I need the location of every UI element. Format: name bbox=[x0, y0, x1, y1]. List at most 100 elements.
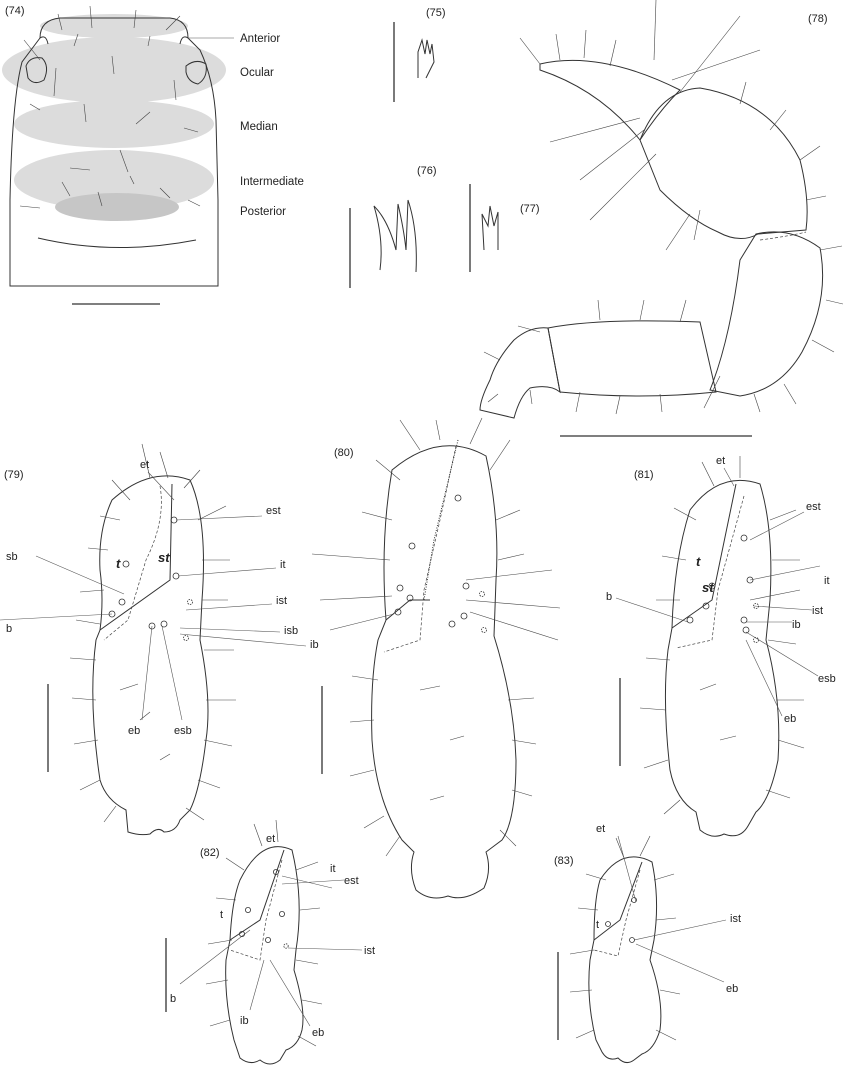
label-82-it: it bbox=[330, 863, 336, 875]
chela-79-outline bbox=[92, 475, 209, 836]
label-82-eb: eb bbox=[312, 1027, 324, 1039]
anterior-zone bbox=[40, 14, 188, 38]
label-83-et: et bbox=[596, 823, 605, 835]
label-81-st: st bbox=[702, 580, 714, 595]
label-79-t: t bbox=[116, 556, 121, 571]
chela-83-setae bbox=[569, 835, 681, 1041]
chela-82-outline bbox=[225, 846, 304, 1065]
label-82-ib: ib bbox=[240, 1015, 249, 1027]
caption-81: (81) bbox=[634, 469, 654, 481]
label-ocular: Ocular bbox=[240, 67, 274, 79]
median-zone bbox=[14, 100, 214, 148]
label-anterior: Anterior bbox=[240, 33, 280, 45]
label-79-b: b bbox=[6, 623, 12, 635]
figure-79-chela: (79) et est sb t st it ist b isb ib eb e… bbox=[0, 443, 319, 836]
chela-83-leaders bbox=[617, 835, 727, 983]
label-81-eb: eb bbox=[784, 713, 796, 725]
trichobothria-83 bbox=[605, 897, 637, 943]
caption-75: (75) bbox=[426, 7, 446, 19]
trichobothria-80 bbox=[394, 494, 487, 633]
chela-79-setae bbox=[69, 443, 236, 823]
posterior-furrow bbox=[37, 237, 197, 249]
finger-80 bbox=[385, 599, 430, 621]
finger-82 bbox=[229, 849, 285, 941]
label-81-est: est bbox=[806, 501, 821, 513]
label-intermediate: Intermediate bbox=[240, 176, 304, 188]
label-posterior: Posterior bbox=[240, 206, 286, 218]
caption-79: (79) bbox=[4, 469, 24, 481]
label-82-ist: ist bbox=[364, 945, 375, 957]
right-eye bbox=[185, 60, 207, 85]
chela-81-setae bbox=[639, 456, 805, 815]
label-79-ib: ib bbox=[310, 639, 319, 651]
figure-76-teeth: (76) bbox=[349, 165, 437, 288]
caption-83: (83) bbox=[554, 855, 574, 867]
caption-80: (80) bbox=[334, 447, 354, 459]
caption-78: (78) bbox=[808, 13, 828, 25]
intermediate-zone bbox=[14, 150, 214, 210]
finger-80-dashes bbox=[383, 445, 457, 653]
chela-81-outline bbox=[664, 479, 780, 837]
label-81-et: et bbox=[716, 455, 725, 467]
finger-79 bbox=[99, 483, 173, 631]
label-81-ib: ib bbox=[792, 619, 801, 631]
label-81-ist: ist bbox=[812, 605, 823, 617]
figure-81-chela: (81) et est t st it b ist ib esb eb bbox=[606, 455, 836, 837]
right-notch bbox=[179, 36, 189, 45]
label-83-t: t bbox=[596, 919, 599, 931]
label-79-isb: isb bbox=[284, 625, 298, 637]
tooth-76 bbox=[373, 199, 417, 273]
label-79-it: it bbox=[280, 559, 286, 571]
label-79-ist: ist bbox=[276, 595, 287, 607]
leg-joint-dashes bbox=[759, 231, 807, 241]
figure-77-teeth: (77) bbox=[469, 184, 540, 272]
figure-82-chela: (82) et it est t ist b ib eb bbox=[165, 819, 375, 1065]
label-82-et: et bbox=[266, 833, 275, 845]
label-79-esb: esb bbox=[174, 725, 192, 737]
chela-81-leaders bbox=[615, 467, 821, 717]
leg-femur bbox=[639, 87, 808, 239]
leg-tibia bbox=[547, 320, 717, 397]
leg-tarsus bbox=[479, 327, 561, 419]
chela-82-setae bbox=[205, 819, 323, 1047]
caption-77: (77) bbox=[520, 203, 540, 215]
label-83-eb: eb bbox=[726, 983, 738, 995]
tooth-75 bbox=[417, 38, 435, 79]
caption-74: (74) bbox=[5, 5, 25, 17]
figure-74-carapace: (74) Anterior Ocular Median Intermediate… bbox=[2, 5, 304, 305]
label-83-ist: ist bbox=[730, 913, 741, 925]
finger-81-dashes bbox=[675, 495, 745, 649]
leg-patella bbox=[709, 231, 824, 397]
label-median: Median bbox=[240, 121, 278, 133]
leg-setae bbox=[483, 0, 843, 415]
caption-76: (76) bbox=[417, 165, 437, 177]
finger-80-teeth bbox=[423, 439, 459, 601]
chela-79-leaders bbox=[0, 471, 307, 721]
label-81-esb: esb bbox=[818, 673, 836, 685]
chela-80-setae bbox=[311, 417, 561, 857]
chela-80-outline bbox=[371, 445, 517, 899]
finger-82-dashes bbox=[229, 859, 283, 961]
left-notch bbox=[39, 36, 49, 45]
figure-80-chela: (80) bbox=[311, 417, 561, 899]
label-81-t: t bbox=[696, 554, 701, 569]
figure-78-leg: (78) bbox=[479, 0, 843, 437]
trichobothria-79 bbox=[108, 516, 193, 641]
carapace-setae bbox=[19, 5, 201, 209]
figure-83-chela: (83) et t ist eb bbox=[554, 823, 741, 1064]
label-79-st: st bbox=[158, 550, 170, 565]
label-81-it: it bbox=[824, 575, 830, 587]
carapace-outline bbox=[9, 17, 219, 287]
finger-83 bbox=[593, 861, 643, 941]
left-eye bbox=[25, 57, 48, 84]
trichobothria-82 bbox=[238, 869, 289, 949]
posterior-zone bbox=[55, 193, 179, 221]
figure-75-teeth: (75) bbox=[393, 7, 446, 102]
finger-81 bbox=[671, 483, 737, 629]
finger-79-dashes bbox=[103, 485, 162, 641]
label-82-t: t bbox=[220, 909, 223, 921]
ocular-zone bbox=[2, 37, 226, 103]
chela-82-leaders bbox=[179, 875, 363, 1027]
label-82-est: est bbox=[344, 875, 359, 887]
caption-82: (82) bbox=[200, 847, 220, 859]
